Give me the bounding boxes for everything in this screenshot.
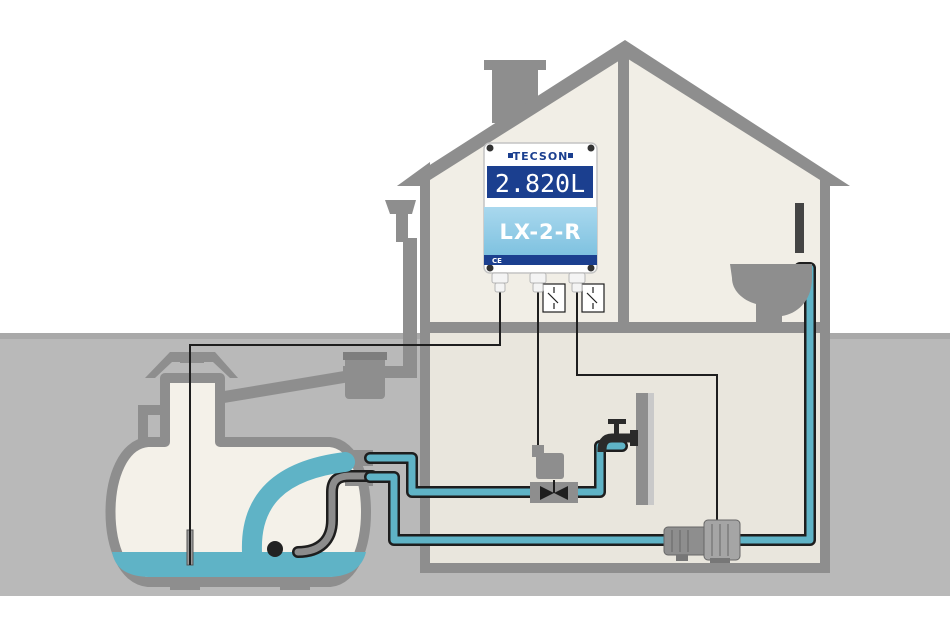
house-interior-wall [618, 55, 629, 325]
house-floor [430, 322, 820, 333]
tank-body [105, 373, 371, 587]
level-controller: TECSON 2.820L LX-2-R CE [483, 142, 598, 293]
ce-mark: CE [492, 257, 502, 265]
solenoid-valve-icon [530, 445, 578, 503]
house-roof-eave-left [397, 162, 430, 186]
toilet [730, 203, 812, 322]
relay-switch-icon [581, 283, 605, 313]
display-reading: 2.820L [495, 169, 585, 198]
cistern-tank [105, 352, 373, 590]
water-tap-icon [597, 393, 654, 505]
model-name: LX-2-R [499, 220, 581, 244]
float-switch-icon [267, 541, 283, 557]
inlet-water-stream [241, 452, 355, 562]
gutter-downpipe [218, 200, 417, 404]
water-pump-icon [663, 519, 741, 563]
brand-label: TECSON [513, 150, 569, 163]
rain-filter [345, 355, 385, 399]
lcd-display [487, 166, 593, 198]
relay-switch-icon [542, 283, 566, 313]
cable-glands [491, 272, 586, 293]
tank-water [112, 552, 366, 577]
signal-cables [189, 290, 718, 565]
tank-manhole-cover [145, 352, 238, 378]
